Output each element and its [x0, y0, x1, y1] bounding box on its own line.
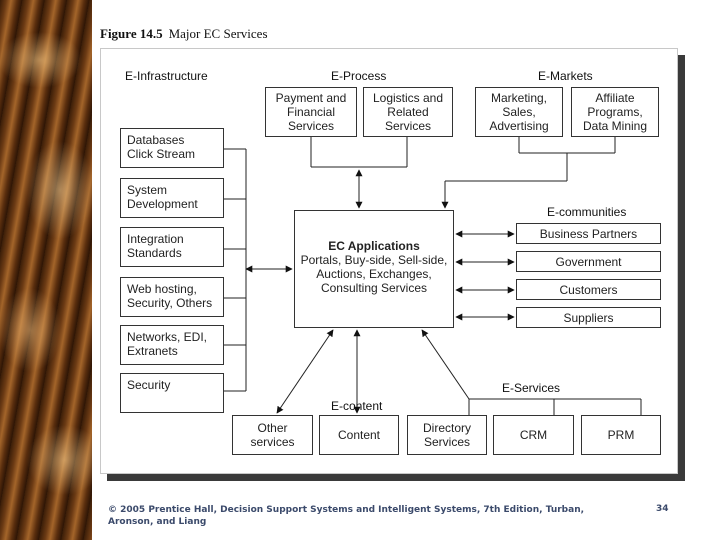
markets-box-line: Programs, [587, 105, 643, 119]
process-box-line: Payment and [275, 91, 347, 105]
process-box-line: Services [384, 119, 431, 133]
community-box-business-partners: Business Partners [516, 223, 661, 244]
header-e-services: E-Services [502, 381, 561, 395]
figure-title: Figure 14.5 Major EC Services [100, 26, 268, 42]
infra-box-line: System [127, 183, 168, 197]
bottom-box-prm: PRM [581, 415, 661, 455]
infra-box-line: Security [127, 378, 171, 392]
community-box-customers: Customers [516, 279, 661, 300]
markets-box-line: Data Mining [582, 119, 648, 133]
bottom-box-line: Other [257, 421, 288, 435]
connector-lines [224, 137, 642, 415]
infra-box-line: Click Stream [127, 147, 196, 161]
ec-applications-title: EC Applications [328, 239, 420, 253]
bottom-box-line: services [250, 435, 295, 449]
process-box-line: Financial [286, 105, 336, 119]
bottom-box-crm: CRM [493, 415, 574, 455]
process-box-line: Services [287, 119, 334, 133]
wood-texture-border [0, 0, 92, 540]
infra-box-security: Security [120, 373, 224, 413]
header-e-infrastructure: E-Infrastructure [125, 69, 208, 83]
bottom-box-line: Content [337, 428, 381, 442]
infra-box-system-development: System Development [120, 178, 224, 218]
header-e-communities: E-communities [547, 205, 627, 219]
markets-box-line: Advertising [489, 119, 549, 133]
infra-box-networks: Networks, EDI, Extranets [120, 325, 224, 365]
bottom-box-line: PRM [607, 428, 635, 442]
bottom-box-content: Content [319, 415, 399, 455]
ec-applications-line: Consulting Services [320, 281, 428, 295]
infra-box-line: Databases [127, 133, 185, 147]
infra-box-line: Networks, EDI, [127, 330, 208, 344]
header-e-markets: E-Markets [538, 69, 593, 83]
diagram-panel: E-Infrastructure E-Process E-Markets E-c… [100, 48, 678, 474]
infra-box-integration: Integration Standards [120, 227, 224, 267]
infra-box-databases: Databases Click Stream [120, 128, 224, 168]
ec-applications-line: Auctions, Exchanges, [316, 267, 432, 281]
bottom-box-line: Services [423, 435, 470, 449]
bottom-box-line: CRM [519, 428, 548, 442]
infra-box-line: Standards [127, 246, 182, 260]
markets-box-line: Marketing, [490, 91, 548, 105]
infra-box-line: Development [127, 197, 198, 211]
infra-box-web-hosting: Web hosting, Security, Others [120, 277, 224, 317]
infra-box-line: Security, Others [127, 296, 213, 310]
process-box-line: Logistics and [372, 91, 444, 105]
infra-box-line: Web hosting, [127, 282, 197, 296]
markets-box-line: Affiliate [595, 91, 635, 105]
header-e-process: E-Process [331, 69, 387, 83]
infra-box-line: Extranets [127, 344, 178, 358]
figure-label: Figure 14.5 [100, 26, 163, 41]
page-number: 34 [656, 504, 669, 514]
community-box-suppliers: Suppliers [516, 307, 661, 328]
markets-box-marketing: Marketing,Sales,Advertising [475, 87, 563, 137]
ec-applications-box: EC Applications Portals, Buy-side, Sell-… [294, 210, 454, 328]
infra-box-line: Integration [127, 232, 184, 246]
community-box-government: Government [516, 251, 661, 272]
markets-box-line: Sales, [502, 105, 536, 119]
header-e-content: E-content [331, 399, 383, 413]
ec-applications-line: Portals, Buy-side, Sell-side, [300, 253, 448, 267]
bottom-box-line: Directory [422, 421, 471, 435]
figure-name: Major EC Services [168, 26, 268, 41]
copyright-footer: © 2005 Prentice Hall, Decision Support S… [108, 505, 585, 527]
process-box-line: Related [387, 105, 429, 119]
